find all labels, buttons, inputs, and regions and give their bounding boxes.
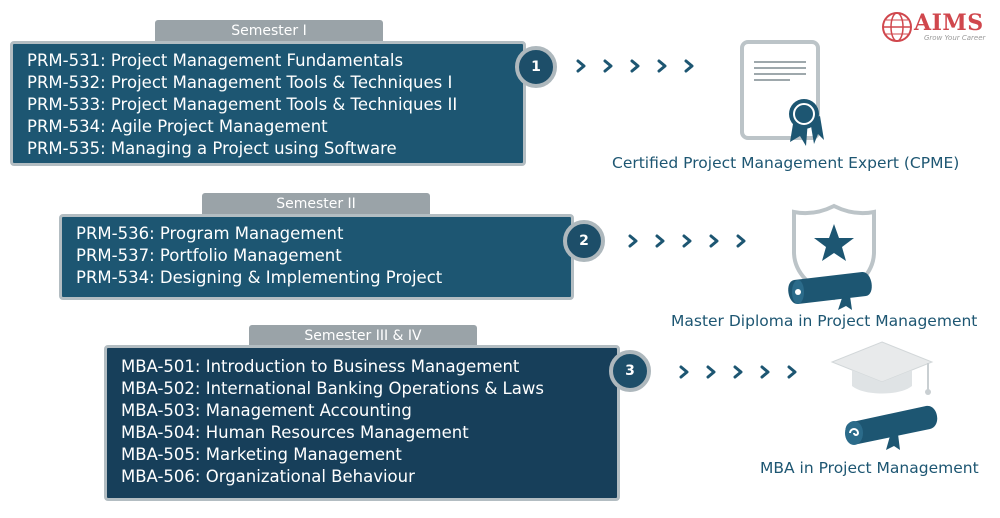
chevron-arrows — [626, 231, 756, 251]
chevrons-right-icon — [679, 365, 797, 379]
course-item: PRM-536: Program Management — [76, 224, 344, 243]
step-number: 3 — [609, 350, 651, 392]
course-item: MBA-504: Human Resources Management — [121, 423, 469, 442]
logo-name: AIMS — [914, 10, 984, 36]
course-box: PRM-536: Program Management PRM-537: Por… — [59, 214, 574, 300]
graduation-cap-icon — [830, 341, 938, 450]
course-item: MBA-503: Management Accounting — [121, 401, 412, 420]
course-box: PRM-531: Project Management Fundamentals… — [10, 41, 526, 166]
step-number: 1 — [515, 46, 557, 88]
logo-tagline: Grow Your Career — [924, 34, 986, 42]
globe-icon — [882, 12, 912, 42]
semester-tab: Semester III & IV — [249, 325, 477, 347]
course-item: MBA-501: Introduction to Business Manage… — [121, 357, 520, 376]
course-item: PRM-535: Managing a Project using Softwa… — [27, 139, 397, 158]
course-item: PRM-537: Portfolio Management — [76, 246, 342, 265]
course-item: PRM-533: Project Management Tools & Tech… — [27, 95, 458, 114]
chevron-arrows — [677, 362, 807, 382]
chevrons-right-icon — [576, 59, 694, 73]
step-number: 2 — [563, 220, 605, 262]
semester-tab: Semester II — [202, 193, 430, 215]
course-item: PRM-534: Designing & Implementing Projec… — [76, 268, 443, 287]
semester-tab: Semester I — [155, 20, 383, 42]
course-item: PRM-534: Agile Project Management — [27, 117, 328, 136]
course-item: MBA-502: International Banking Operation… — [121, 379, 544, 398]
course-item: MBA-506: Organizational Behaviour — [121, 467, 415, 486]
outcome-label: Master Diploma in Project Management — [671, 312, 978, 330]
chevrons-right-icon — [628, 234, 746, 248]
course-box: MBA-501: Introduction to Business Manage… — [104, 345, 620, 501]
course-item: PRM-532: Project Management Tools & Tech… — [27, 73, 453, 92]
outcome-label: MBA in Project Management — [760, 459, 979, 477]
shield-diploma-icon — [788, 203, 876, 310]
course-item: PRM-531: Project Management Fundamentals — [27, 51, 404, 70]
certificate-icon — [740, 40, 824, 146]
outcome-label: Certified Project Management Expert (CPM… — [612, 154, 960, 172]
course-item: MBA-505: Marketing Management — [121, 445, 402, 464]
chevron-arrows — [574, 56, 704, 76]
